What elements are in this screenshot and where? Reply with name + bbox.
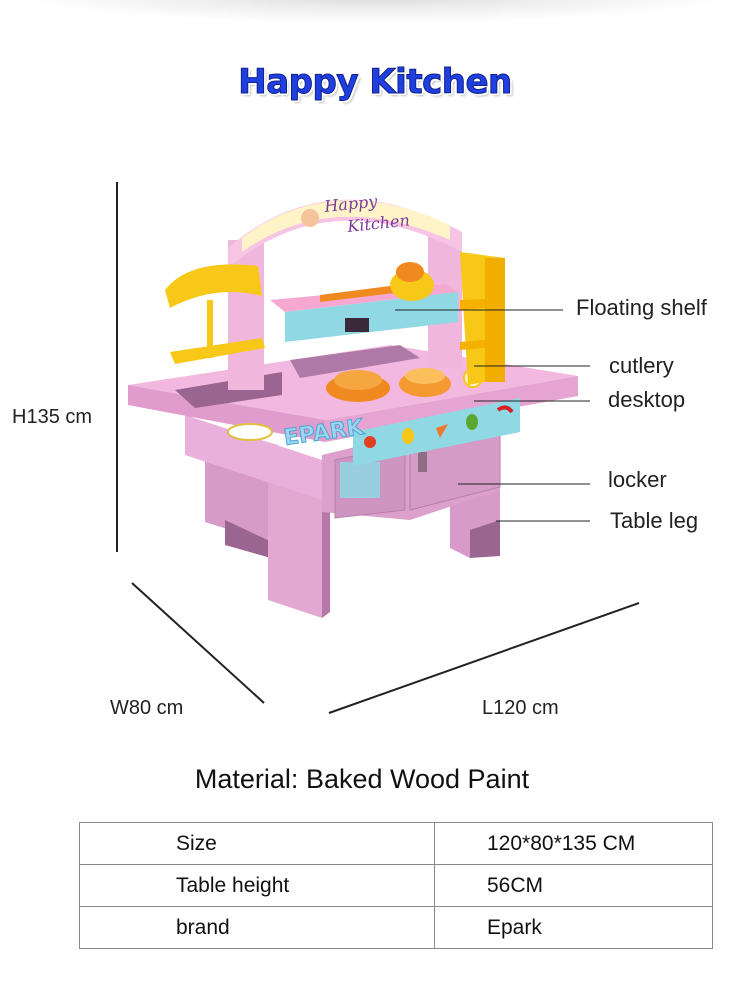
spec-key: Size (79, 822, 435, 865)
width-dimension-line (131, 582, 265, 704)
spec-value: 56CM (434, 864, 713, 907)
spec-key: brand (79, 906, 435, 949)
side-shelves (165, 252, 505, 385)
floating-shelf-label: Floating shelf (576, 295, 707, 320)
width-label: W80 cm (110, 697, 184, 719)
material-heading: Material: Baked Wood Paint (194, 764, 530, 794)
top-shadow (0, 0, 750, 24)
locker-label: locker (608, 467, 667, 492)
spec-table: Size 120*80*135 CM Table height 56CM bra… (79, 822, 713, 949)
spec-value: Epark (434, 906, 713, 949)
height-label: H135 cm (12, 406, 93, 428)
page-title: Happy Kitchen (238, 62, 513, 103)
table-leg-label: Table leg (610, 508, 699, 533)
desktop-label: desktop (608, 387, 686, 412)
table-row: brand Epark (79, 906, 713, 949)
length-dimension-line (328, 602, 640, 714)
spec-value: 120*80*135 CM (434, 822, 713, 865)
table-row: Table height 56CM (79, 864, 713, 907)
floating-shelf (270, 262, 458, 342)
cutlery-label: cutlery (609, 353, 674, 378)
length-label: L120 cm (482, 697, 559, 719)
locker-cabinet (185, 412, 501, 520)
spec-key: Table height (79, 864, 435, 907)
table-row: Size 120*80*135 CM (79, 822, 713, 865)
